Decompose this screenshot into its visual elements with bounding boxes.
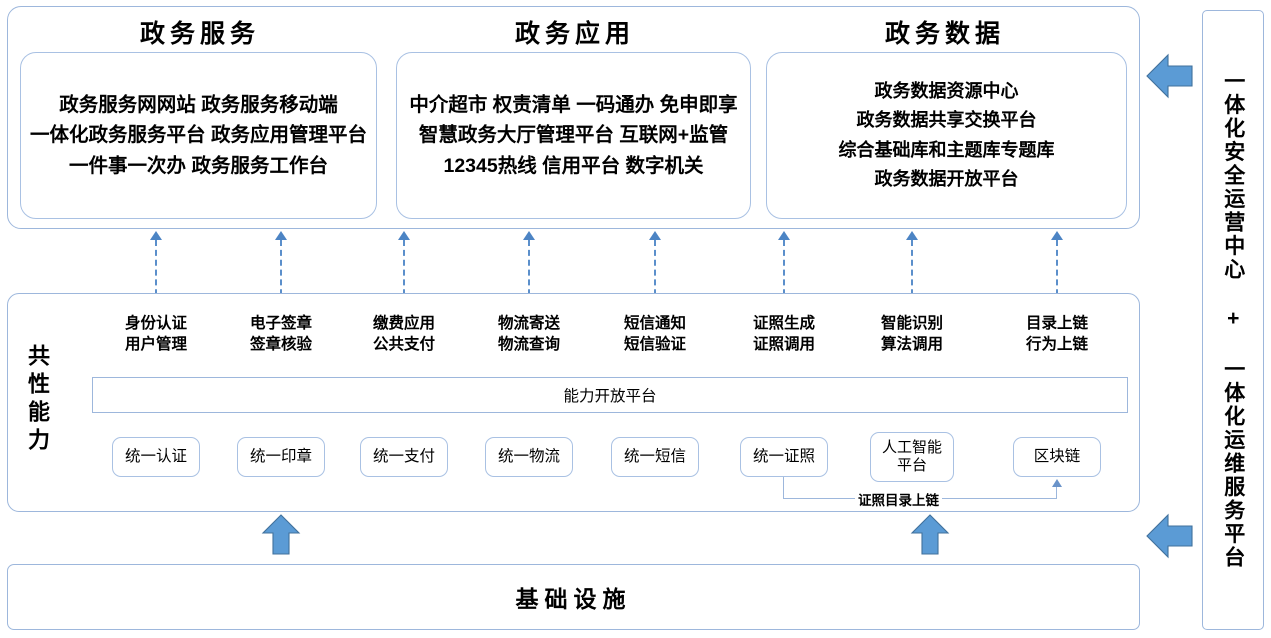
capability-label-logistics: 物流寄送 物流查询 xyxy=(479,314,579,355)
capability-box-label: 平台 xyxy=(896,457,927,474)
panel-line: 综合基础库和主题库专题库 xyxy=(838,139,1055,160)
certificate-chain-connector-arrow-icon xyxy=(1052,479,1062,487)
capability-box-label: 统一短信 xyxy=(623,447,686,465)
infrastructure-bar: 基础设施 xyxy=(7,564,1140,630)
dashed-connector-line xyxy=(403,240,405,315)
arrow-left-icon xyxy=(1146,512,1194,560)
panel-line: 12345热线 信用平台 数字机关 xyxy=(443,154,704,177)
dashed-arrow-up-icon xyxy=(150,231,162,240)
capability-box-label: 统一认证 xyxy=(124,447,187,465)
dashed-connector-line xyxy=(911,240,913,315)
capability-box-ai-platform[interactable]: 人工智能 平台 xyxy=(870,432,954,482)
capability-box-unified-payment[interactable]: 统一支付 xyxy=(360,437,448,477)
dashed-connector-line xyxy=(528,240,530,315)
infrastructure-title: 基础设施 xyxy=(515,586,632,612)
capability-label-payment: 缴费应用 公共支付 xyxy=(354,314,454,355)
capability-label-line: 短信验证 xyxy=(623,335,686,353)
dashed-arrow-up-icon xyxy=(649,231,661,240)
capability-label-line: 行为上链 xyxy=(1025,335,1088,353)
capability-label-eseal: 电子签章 签章核验 xyxy=(231,314,331,355)
operations-sidebar: 一体化安全运营中心 + 一体化运维服务平台 xyxy=(1202,10,1264,630)
dashed-arrow-up-icon xyxy=(275,231,287,240)
panel-line: 政务服务网网站 政务服务移动端 xyxy=(59,94,338,117)
panel-line: 一件事一次办 政务服务工作台 xyxy=(69,154,328,177)
capability-label-line: 用户管理 xyxy=(124,335,187,353)
capability-label-line: 身份认证 xyxy=(124,315,187,332)
panel-line: 一体化政务服务平台 政务应用管理平台 xyxy=(30,124,367,147)
capability-label-identity: 身份认证 用户管理 xyxy=(106,314,206,355)
capability-label-ai: 智能识别 算法调用 xyxy=(862,314,962,355)
dashed-arrow-up-icon xyxy=(778,231,790,240)
panel-government-applications: 中介超市 权责清单 一码通办 免申即享 智慧政务大厅管理平台 互联网+监管 12… xyxy=(396,52,751,219)
arrow-up-icon xyxy=(261,514,301,555)
capability-box-unified-certificate[interactable]: 统一证照 xyxy=(740,437,828,477)
panel-line: 政务数据开放平台 xyxy=(874,168,1019,189)
capability-label-line: 证照调用 xyxy=(752,335,815,353)
dashed-arrow-up-icon xyxy=(523,231,535,240)
capability-label-line: 短信通知 xyxy=(623,315,686,332)
panel-line: 政务数据资源中心 xyxy=(874,81,1019,102)
dashed-connector-line xyxy=(654,240,656,315)
capability-label-sms: 短信通知 短信验证 xyxy=(605,314,705,355)
panel-government-data-lines: 政务数据资源中心 政务数据共享交换平台 综合基础库和主题库专题库 政务数据开放平… xyxy=(767,53,1126,218)
certificate-chain-connector-vertical-left xyxy=(783,477,784,499)
section-title-government-services: 政务服务 xyxy=(139,20,260,48)
capability-box-label: 统一支付 xyxy=(372,447,435,465)
common-capability-side-label: 共性能力 xyxy=(25,344,50,456)
dashed-arrow-up-icon xyxy=(1051,231,1063,240)
capability-open-platform-label: 能力开放平台 xyxy=(559,384,661,406)
operations-sidebar-label: 一体化安全运营中心 + 一体化运维服务平台 xyxy=(1221,70,1245,570)
dashed-connector-line xyxy=(1056,240,1058,315)
capability-label-line: 物流查询 xyxy=(497,335,560,353)
dashed-arrow-up-icon xyxy=(906,231,918,240)
capability-label-line: 物流寄送 xyxy=(497,315,560,332)
capability-box-blockchain[interactable]: 区块链 xyxy=(1013,437,1101,477)
panel-government-applications-lines: 中介超市 权责清单 一码通办 免申即享 智慧政务大厅管理平台 互联网+监管 12… xyxy=(397,53,750,218)
capability-box-unified-auth[interactable]: 统一认证 xyxy=(112,437,200,477)
capability-label-line: 签章核验 xyxy=(249,335,312,353)
capability-box-label: 统一物流 xyxy=(497,447,560,465)
dashed-arrow-up-icon xyxy=(398,231,410,240)
capability-label-line: 缴费应用 xyxy=(372,315,435,332)
capability-label-line: 公共支付 xyxy=(372,335,435,353)
panel-line: 中介超市 权责清单 一码通办 免申即享 xyxy=(409,94,738,117)
dashed-connector-line xyxy=(155,240,157,315)
capability-box-label: 统一印章 xyxy=(249,447,312,465)
dashed-connector-line xyxy=(783,240,785,315)
arrow-up-icon xyxy=(910,514,950,555)
panel-government-services: 政务服务网网站 政务服务移动端 一体化政务服务平台 政务应用管理平台 一件事一次… xyxy=(20,52,377,219)
panel-government-services-lines: 政务服务网网站 政务服务移动端 一体化政务服务平台 政务应用管理平台 一件事一次… xyxy=(21,53,376,218)
capability-box-label: 统一证照 xyxy=(752,447,815,465)
capability-box-label: 区块链 xyxy=(1033,447,1081,465)
dashed-connector-line xyxy=(280,240,282,315)
section-title-government-applications: 政务应用 xyxy=(514,20,635,48)
panel-government-data: 政务数据资源中心 政务数据共享交换平台 综合基础库和主题库专题库 政务数据开放平… xyxy=(766,52,1127,219)
capability-label-line: 算法调用 xyxy=(880,335,943,353)
capability-box-unified-seal[interactable]: 统一印章 xyxy=(237,437,325,477)
capability-label-certificate: 证照生成 证照调用 xyxy=(734,314,834,355)
capability-box-unified-logistics[interactable]: 统一物流 xyxy=(485,437,573,477)
certificate-chain-connector-vertical-right xyxy=(1056,487,1057,499)
section-title-government-data: 政务数据 xyxy=(884,20,1005,48)
capability-label-line: 电子签章 xyxy=(249,315,312,332)
panel-line: 政务数据共享交换平台 xyxy=(856,110,1037,131)
capability-label-line: 证照生成 xyxy=(752,315,815,332)
certificate-chain-connector-label: 证照目录上链 xyxy=(855,489,942,509)
panel-line: 智慧政务大厅管理平台 互联网+监管 xyxy=(418,124,729,147)
capability-box-label: 人工智能 xyxy=(881,439,942,457)
capability-open-platform-band: 能力开放平台 xyxy=(92,377,1128,413)
capability-label-line: 目录上链 xyxy=(1025,315,1088,332)
capability-label-blockchain: 目录上链 行为上链 xyxy=(1007,314,1107,355)
capability-label-line: 智能识别 xyxy=(880,315,943,332)
arrow-left-icon xyxy=(1146,52,1194,100)
capability-box-unified-sms[interactable]: 统一短信 xyxy=(611,437,699,477)
